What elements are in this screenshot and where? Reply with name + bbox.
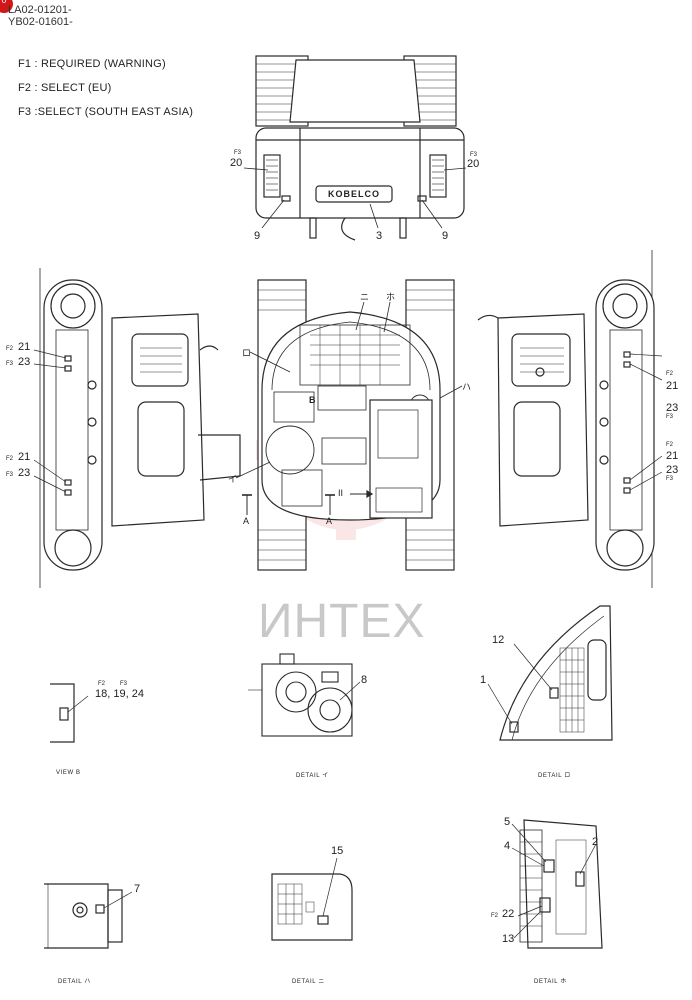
left-side-view xyxy=(33,268,241,588)
callout-3: 3 xyxy=(376,230,383,242)
left-callout-23-a: 23 xyxy=(18,356,31,368)
detail-ho-drawing xyxy=(511,819,603,949)
right-callout-23-b: 23 xyxy=(666,464,679,476)
left-callout-23-b: 23 xyxy=(18,467,31,479)
callout-20-right: 20 xyxy=(467,158,480,170)
brand-plate-text: KOBELCO xyxy=(328,189,380,199)
detail-ha-drawing xyxy=(44,883,133,949)
corner-badge xyxy=(0,0,13,13)
serial-code-1: LA02-01201- xyxy=(8,4,72,16)
view-b-f2: F2 xyxy=(98,681,106,687)
right-callout-23-a: 23 xyxy=(666,402,679,414)
detail-i-caption: DETAIL イ xyxy=(296,773,329,779)
detail-mark-ha: ハ xyxy=(462,382,472,392)
detail-mark-ro: ロ xyxy=(242,348,252,358)
right-f2-a: F2 xyxy=(666,371,674,377)
detail-ni-caption: DETAIL ニ xyxy=(292,979,325,985)
view-b-caption: VIEW B xyxy=(56,770,81,776)
rear-left-flag: F3 xyxy=(234,150,242,156)
left-f2-b: F2 xyxy=(6,456,14,462)
section-arrow-a-right: A xyxy=(326,516,333,526)
detail-ho-callout-4: 4 xyxy=(504,840,511,852)
plan-view xyxy=(235,279,463,571)
view-b-drawing xyxy=(50,683,89,743)
detail-ha-callout-7: 7 xyxy=(134,883,141,895)
left-f2-a: F2 xyxy=(6,346,14,352)
detail-mark-i: イ xyxy=(228,474,238,484)
detail-ho-callout-22: 22 xyxy=(502,908,515,920)
left-f3-a: F3 xyxy=(6,361,14,367)
right-side-view xyxy=(477,250,663,588)
legend-f2: F2 : SELECT (EU) xyxy=(18,82,112,94)
rear-view xyxy=(243,55,467,241)
detail-i-drawing xyxy=(248,653,361,737)
legend-f3: F3 :SELECT (SOUTH EAST ASIA) xyxy=(18,106,194,118)
right-callout-21-b: 21 xyxy=(666,450,679,462)
serial-code-2: YB02-01601- xyxy=(8,16,73,28)
section-arrow-a-left: A xyxy=(243,516,250,526)
right-f2-b: F2 xyxy=(666,442,674,448)
detail-ho-f2: F2 xyxy=(491,913,499,919)
detail-ho-callout-13: 13 xyxy=(502,933,515,945)
rear-right-flag: F3 xyxy=(470,152,478,158)
view-b-f3: F3 xyxy=(120,681,128,687)
detail-ro-caption: DETAIL ロ xyxy=(538,773,571,779)
right-callout-21-a: 21 xyxy=(666,380,679,392)
detail-ro-callout-12: 12 xyxy=(492,634,505,646)
watermark-text: ИНТЕХ xyxy=(258,595,426,648)
detail-ho-callout-2: 2 xyxy=(592,836,599,848)
corner-badge-label: 0 xyxy=(1,0,7,5)
right-f3-b: F3 xyxy=(666,476,674,482)
detail-ro-drawing xyxy=(487,605,613,741)
detail-ni-callout-15: 15 xyxy=(331,845,344,857)
left-callout-21-b: 21 xyxy=(18,451,31,463)
callout-20-left: 20 xyxy=(230,157,243,169)
callout-9-right: 9 xyxy=(442,230,449,242)
detail-ho-caption: DETAIL ホ xyxy=(534,979,567,985)
left-f3-b: F3 xyxy=(6,472,14,478)
view-arrow-ii: II xyxy=(338,488,344,498)
right-f3-a: F3 xyxy=(666,414,674,420)
detail-ho-callout-5: 5 xyxy=(504,816,511,828)
legend-f1: F1 : REQUIRED (WARNING) xyxy=(18,58,166,70)
detail-ro-callout-1: 1 xyxy=(480,674,487,686)
callout-9-left: 9 xyxy=(254,230,261,242)
detail-i-callout-8: 8 xyxy=(361,674,368,686)
detail-mark-ho: ホ xyxy=(386,292,396,302)
view-b-callouts: 18, 19, 24 xyxy=(95,688,144,700)
view-mark-b: B xyxy=(309,395,316,405)
detail-ni-drawing xyxy=(271,857,353,941)
detail-mark-ni: ニ xyxy=(360,292,370,302)
detail-ha-caption: DETAIL ハ xyxy=(58,979,91,985)
left-callout-21-a: 21 xyxy=(18,341,31,353)
